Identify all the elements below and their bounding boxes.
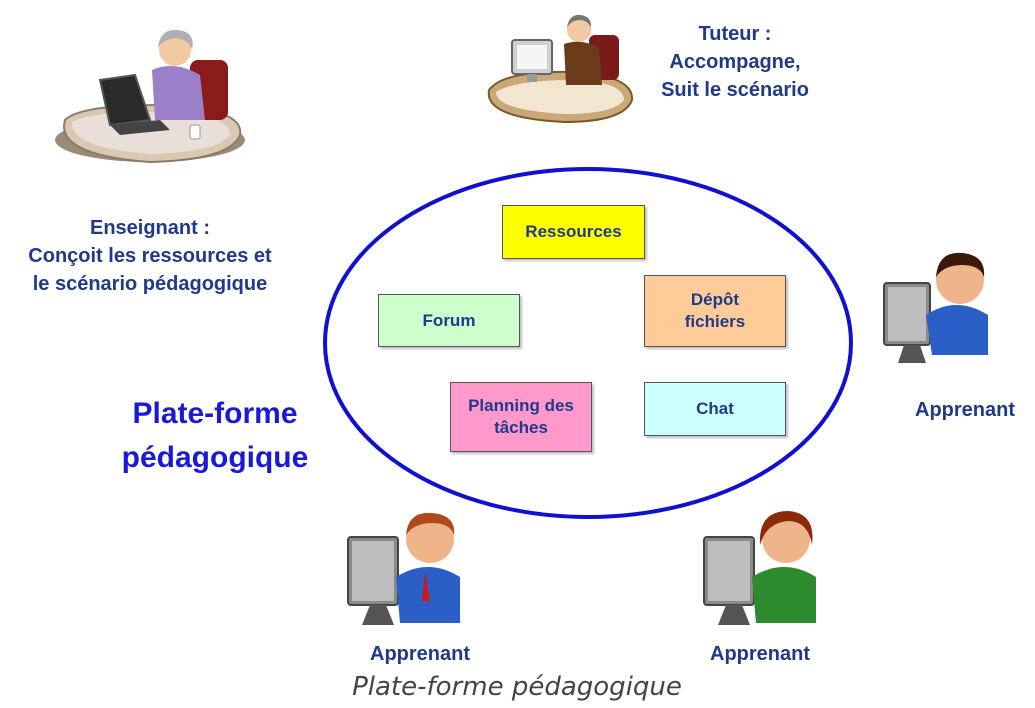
learner-label-bottom-right: Apprenant	[710, 643, 810, 665]
learner-at-computer-icon	[347, 512, 460, 625]
platform-ellipse	[323, 167, 853, 519]
platform-label-line2: pédagogique	[121, 441, 309, 474]
teacher-at-laptop-icon	[55, 29, 245, 164]
tutor-description-line1: Accompagne,	[669, 51, 801, 73]
module-planning-label-line2: tâches	[494, 418, 548, 437]
learner-at-computer-icon	[703, 511, 816, 625]
tutor-label: Tuteur : Accompagne, Suit le scénario	[640, 20, 830, 104]
module-ressources-label: Ressources	[525, 222, 622, 241]
tutor-description-line2: Suit le scénario	[661, 79, 809, 101]
teacher-label: Enseignant : Conçoit les ressources et l…	[0, 214, 300, 298]
learner-label-bottom-left: Apprenant	[370, 643, 470, 665]
teacher-description-line1: Conçoit les ressources et	[28, 245, 272, 267]
figure-caption: Plate-forme pédagogique	[352, 672, 682, 702]
module-planning-des-taches[interactable]: Planning des tâches	[450, 382, 592, 452]
tutor-title: Tuteur :	[698, 23, 772, 45]
module-planning-label-line1: Planning des	[468, 396, 574, 415]
module-depot-fichiers[interactable]: Dépôt fichiers	[644, 275, 786, 347]
module-chat[interactable]: Chat	[644, 382, 786, 436]
learner-at-computer-icon	[883, 252, 988, 363]
tutor-at-desk-icon	[487, 14, 634, 124]
module-forum[interactable]: Forum	[378, 294, 520, 347]
teacher-title: Enseignant :	[89, 217, 210, 239]
module-ressources[interactable]: Ressources	[502, 205, 645, 259]
platform-label-line1: Plate-forme	[132, 397, 298, 430]
teacher-description-line2: le scénario pédagogique	[32, 273, 268, 295]
module-depot-label-line1: Dépôt	[690, 290, 740, 309]
platform-label: Plate-forme pédagogique	[110, 392, 320, 480]
module-chat-label: Chat	[696, 399, 734, 418]
learner-label-right: Apprenant	[915, 399, 1015, 421]
module-forum-label: Forum	[422, 310, 476, 330]
module-depot-label-line2: fichiers	[684, 312, 746, 331]
